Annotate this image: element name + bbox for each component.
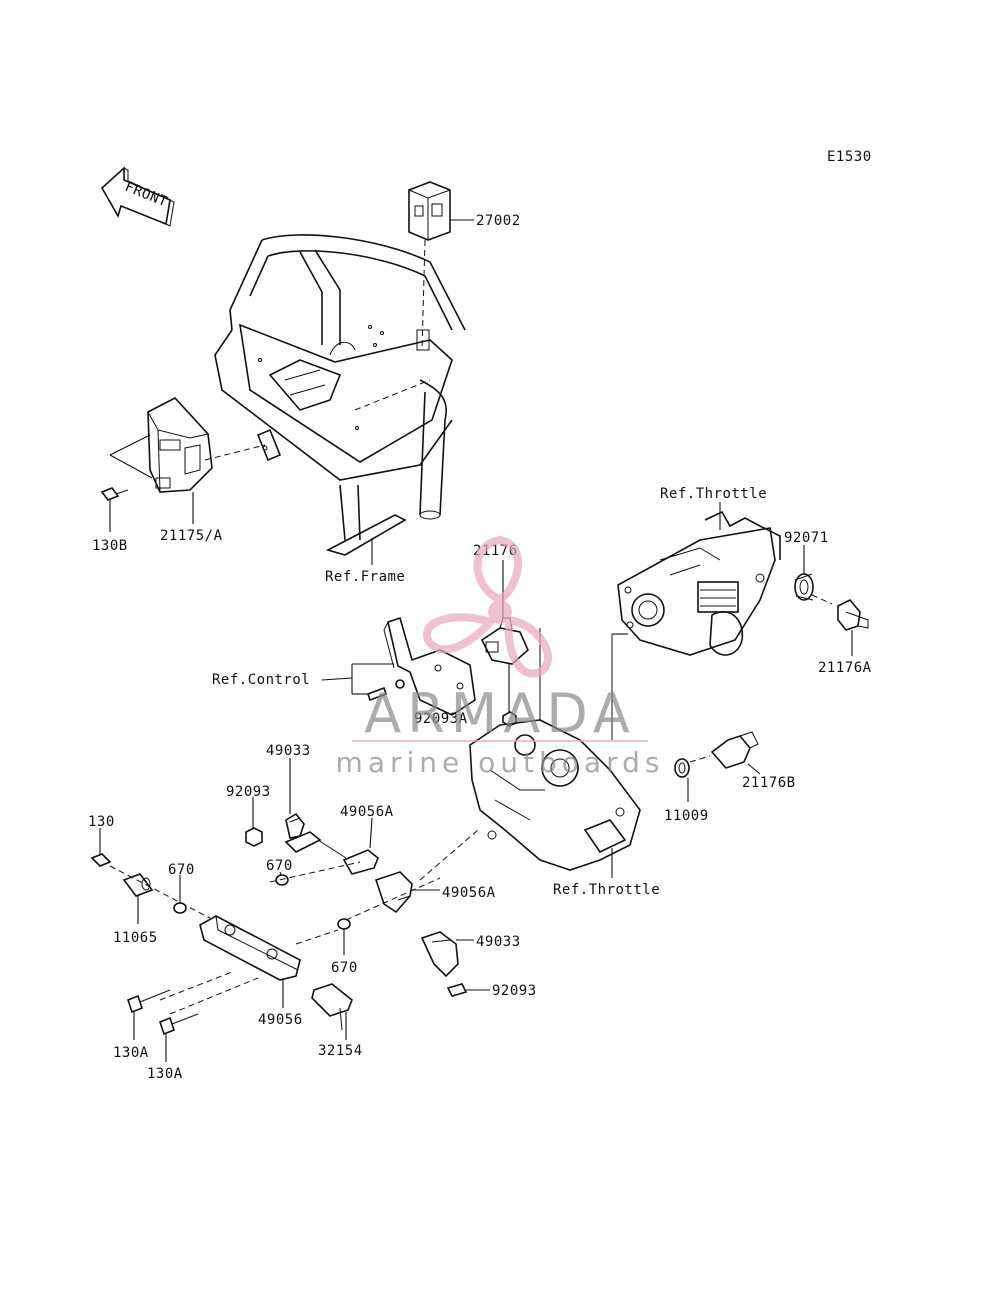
bolt-130a-bottom-icon [159,1013,199,1036]
oring-670-left-icon [173,902,187,914]
callout-670-bottom: 670 [331,960,358,976]
callout-92071: 92071 [784,530,829,546]
callout-130b: 130B [92,538,128,554]
watermark-brand: ARMADA [364,682,636,745]
callout-21176b: 21176B [742,775,796,791]
diagram-code: E1530 [827,149,872,165]
sensor-21176a-icon [811,594,869,631]
control-bracket-icon [366,616,476,716]
callout-92093-top: 92093 [226,784,271,800]
oring-670-mid-icon [275,874,289,886]
oring-11009-icon [674,758,690,778]
injector-49033-top-icon [285,812,305,839]
callout-11065: 11065 [113,930,158,946]
front-arrow-label: FRONT [123,179,170,211]
callout-92093a: 92093A [414,711,468,727]
callout-130: 130 [88,814,115,830]
callout-ref-throttle-top: Ref.Throttle [660,486,767,502]
callout-21176a: 21176A [818,660,872,676]
fitting-49056a-top-icon [284,831,379,875]
throttle-body-icon [617,510,781,656]
fuel-rail-49056-icon [199,915,301,981]
ecu-21175a-icon [147,397,213,493]
callout-49033-bottom: 49033 [476,934,521,950]
callout-130a-left: 130A [113,1045,149,1061]
bolt-130-icon [90,853,112,867]
callout-49033-top: 49033 [266,743,311,759]
propeller-logo-icon [423,535,552,678]
front-arrow-icon: FRONT [100,166,175,227]
injector-49033-bottom-icon [420,931,459,978]
callout-49056a-top: 49056A [340,804,394,820]
intake-manifold-icon [469,628,641,871]
pipe-32154-icon [311,983,353,1031]
callout-670-mid: 670 [266,858,293,874]
callout-ref-throttle-bottom: Ref.Throttle [553,882,660,898]
callout-27002: 27002 [476,213,521,229]
fitting-49056a-bottom-icon [374,871,413,914]
bolt-130b-icon [100,487,129,501]
callout-11009: 11009 [664,808,709,824]
bolt-130a-left-icon [127,989,171,1014]
callout-ref-frame: Ref.Frame [325,569,405,585]
connector-27002-icon [408,181,451,241]
armada-watermark: ARMADA marine outboards [336,535,665,779]
callout-49056a-bottom: 49056A [442,885,496,901]
sensor-21176b-icon [689,731,759,769]
callout-670-left: 670 [168,862,195,878]
callout-ref-control: Ref.Control [212,672,310,688]
oring-670-bottom-icon [337,918,351,930]
nut-92093-bottom-icon [446,983,468,997]
frame-icon [214,234,466,556]
callout-92093-bottom: 92093 [492,983,537,999]
damper-11065-icon [122,873,154,897]
callout-21175a: 21175/A [160,528,223,544]
callout-49056: 49056 [258,1012,303,1028]
seal-92071-icon [794,573,814,601]
watermark-tagline: marine outboards [336,746,665,779]
nut-92093-top-icon [245,827,263,847]
callout-130a-bottom: 130A [147,1066,183,1082]
callout-32154: 32154 [318,1043,363,1059]
